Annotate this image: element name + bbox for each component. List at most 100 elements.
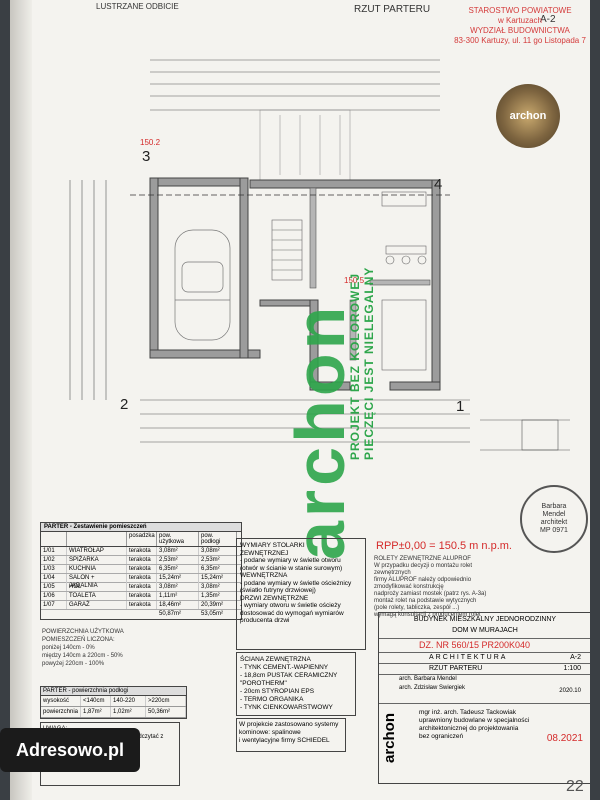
text-line: kominowe: spalinowe	[239, 729, 301, 736]
cell: terakota	[127, 592, 157, 600]
red-level-note: RPP±0,00 = 150.5 m n.p.m.	[376, 540, 512, 552]
title-drawing-row: RZUT PARTERU 1:100	[379, 664, 590, 675]
text-line: WYMIARY STOLARKI	[240, 542, 305, 549]
text-line: dostosować do wymogań wymiarów	[240, 609, 344, 617]
text-line: wymagą konsultacji z producentem rolet	[374, 612, 481, 618]
stamp-line-4: 83-300 Kartuzy, ul. 11 go Listopada 7	[454, 36, 586, 45]
col-area-usable: pow. użytkowa	[157, 532, 199, 546]
col-no	[41, 532, 67, 546]
office-stamp: STAROSTWO POWIATOWE w Kartuzach WYDZIAŁ …	[440, 6, 590, 46]
handwritten-date: 08.2021	[546, 733, 583, 744]
floor-plan-drawing	[69, 59, 570, 451]
axis-label-3: 3	[142, 148, 151, 165]
title-decision-row: DZ. NR 560/15 PR200K040	[379, 638, 590, 653]
document-page: LUSTRZANE ODBICIE RZUT PARTERU A-2 STARO…	[10, 0, 590, 800]
cell: 18,46m²	[157, 601, 199, 609]
seal-line: architekt	[540, 519, 568, 526]
mirror-label: LUSTRZANE ODBICIE	[96, 2, 179, 11]
cell: 1/04	[41, 574, 67, 590]
text-line: ZEWNĘTRZNEJ	[240, 549, 289, 557]
legal-watermark: PROJEKT BEZ KOLOROWEJ PIECZĘCI JEST NIEL…	[348, 266, 376, 460]
text-line: - TYNK CIENKOWARSTWOWY	[240, 704, 333, 711]
page-number: 22	[566, 778, 584, 795]
cell: 1/07	[41, 601, 67, 609]
text-line: - TERMO ORGANIKA	[240, 696, 304, 703]
floor-area-table: PARTER - powierzchnia podłogi wysokość<1…	[40, 686, 187, 719]
archon-badge: archon	[496, 84, 560, 148]
adresowo-logo: Adresowo.pl	[0, 728, 140, 772]
cell: terakota	[127, 565, 157, 573]
cell: <140cm	[81, 696, 111, 706]
wall-layers-box: ŚCIANA ZEWNĘTRZNA - TYNK CEMENT.-WAPIENN…	[236, 652, 356, 716]
room-schedule-table: PARTER - Zestawienie pomieszczeń posadzk…	[40, 522, 242, 620]
cell: 2,53m²	[199, 556, 237, 564]
seal-line: MP 0971	[540, 527, 568, 534]
stamp-line-3: WYDZIAŁ BUDOWNICTWA	[470, 26, 570, 35]
cell: SALON + JADALNIA	[67, 574, 127, 590]
text-line: W projekcie zastosowano systemy	[239, 721, 339, 728]
usable-line: poniżej 140cm - 0%	[42, 645, 95, 651]
cell: 1/05	[41, 583, 67, 591]
title-project-row: BUDYNEK MIESZKALNY JEDNORODZINNY DOM W M…	[379, 613, 590, 639]
architect-seal: Barbara Mendel architekt MP 0971	[520, 485, 588, 553]
text-line: - TYNK CEMENT.-WAPIENNY	[240, 664, 329, 671]
text-line: W przypadku decyzji o montażu rolet zewn…	[374, 563, 473, 576]
stamp-line-1: STAROSTWO POWIATOWE	[468, 6, 572, 15]
text-line: firmy ALUPROF należy odpowiednio zmodyfi…	[374, 577, 472, 590]
house-name: DOM W MURAJACH	[452, 627, 518, 634]
cell: 1/06	[41, 592, 67, 600]
red-elevation-mid: 150.5	[344, 276, 365, 285]
title-block: BUDYNEK MIESZKALNY JEDNORODZINNY DOM W M…	[378, 612, 590, 784]
cell: 1,02m²	[111, 707, 146, 717]
title-authors-row: arch. Barbara Mendel arch. Zdzisław Swie…	[379, 675, 590, 704]
text-line: (pole rolety, tabliczka, zespół ...)	[374, 605, 460, 611]
cell: wysokość	[41, 696, 81, 706]
text-line: - podane wymiary w świetle ościeżnicy	[240, 579, 352, 587]
text-line: producenta drzwi	[240, 617, 290, 624]
usable-line: POWIERZCHNIA UŻYTKOWA	[42, 629, 124, 635]
axis-label-2: 2	[120, 396, 129, 413]
room-table-title: PARTER - Zestawienie pomieszczeń	[41, 523, 241, 532]
cell: terakota	[127, 547, 157, 555]
sheet-number: A-2	[570, 654, 581, 661]
joinery-dimensions-box: WYMIARY STOLARKI ZEWNĘTRZNEJ - podane wy…	[236, 538, 366, 650]
cell: 3,08m²	[157, 547, 199, 555]
title-branch-row: ARCHITEKTURA A-2	[379, 653, 590, 664]
cell: terakota	[127, 574, 157, 590]
cell: HOL	[67, 583, 127, 591]
project-name: BUDYNEK MIESZKALNY JEDNORODZINNY	[413, 616, 557, 623]
cell: 1,35m²	[199, 592, 237, 600]
cell: 50,36m²	[146, 707, 186, 717]
text-line: ROLETY ZEWNĘTRZNE ALUPROF	[374, 556, 471, 562]
text-line: WEWNĘTRZNA	[240, 572, 288, 579]
usable-area-note: POWIERZCHNIA UŻYTKOWA POMIESZCZEŃ LICZON…	[42, 628, 124, 668]
cell: 3,08m²	[199, 583, 237, 591]
text-line: - 20cm STYROPIAN EPS	[240, 688, 315, 695]
stamp-line-2: w Kartuzach	[497, 16, 543, 25]
cell: 1/02	[41, 556, 67, 564]
cell: terakota	[127, 583, 157, 591]
cell: WIATROŁAP	[67, 547, 127, 555]
cell: SPIŻARKA	[67, 556, 127, 564]
cell: 6,35m²	[199, 565, 237, 573]
seal-line: Barbara	[541, 503, 567, 510]
col-floor: posadzka	[127, 532, 157, 546]
floor-area-title: PARTER - powierzchnia podłogi	[41, 687, 186, 696]
roller-blinds-note: ROLETY ZEWNĘTRZNE ALUPROF W przypadku de…	[374, 556, 494, 619]
cell: powierzchnia	[41, 707, 81, 717]
room-table-header: posadzka pow. użytkowa pow. podłogi	[41, 532, 241, 547]
cell: 140-220	[111, 696, 146, 706]
cell: 1/01	[41, 547, 67, 555]
total-floor: 53,05m²	[201, 611, 224, 617]
cell: 20,39m²	[199, 601, 237, 609]
text-line: ŚCIANA ZEWNĘTRZNA	[240, 656, 311, 663]
text-line: mgr inż. arch. Tadeusz Tackowiak	[419, 709, 516, 716]
text-line: uprawniony budowlane w specjalności	[419, 717, 530, 724]
text-line: bez ograniczeń	[419, 733, 464, 740]
